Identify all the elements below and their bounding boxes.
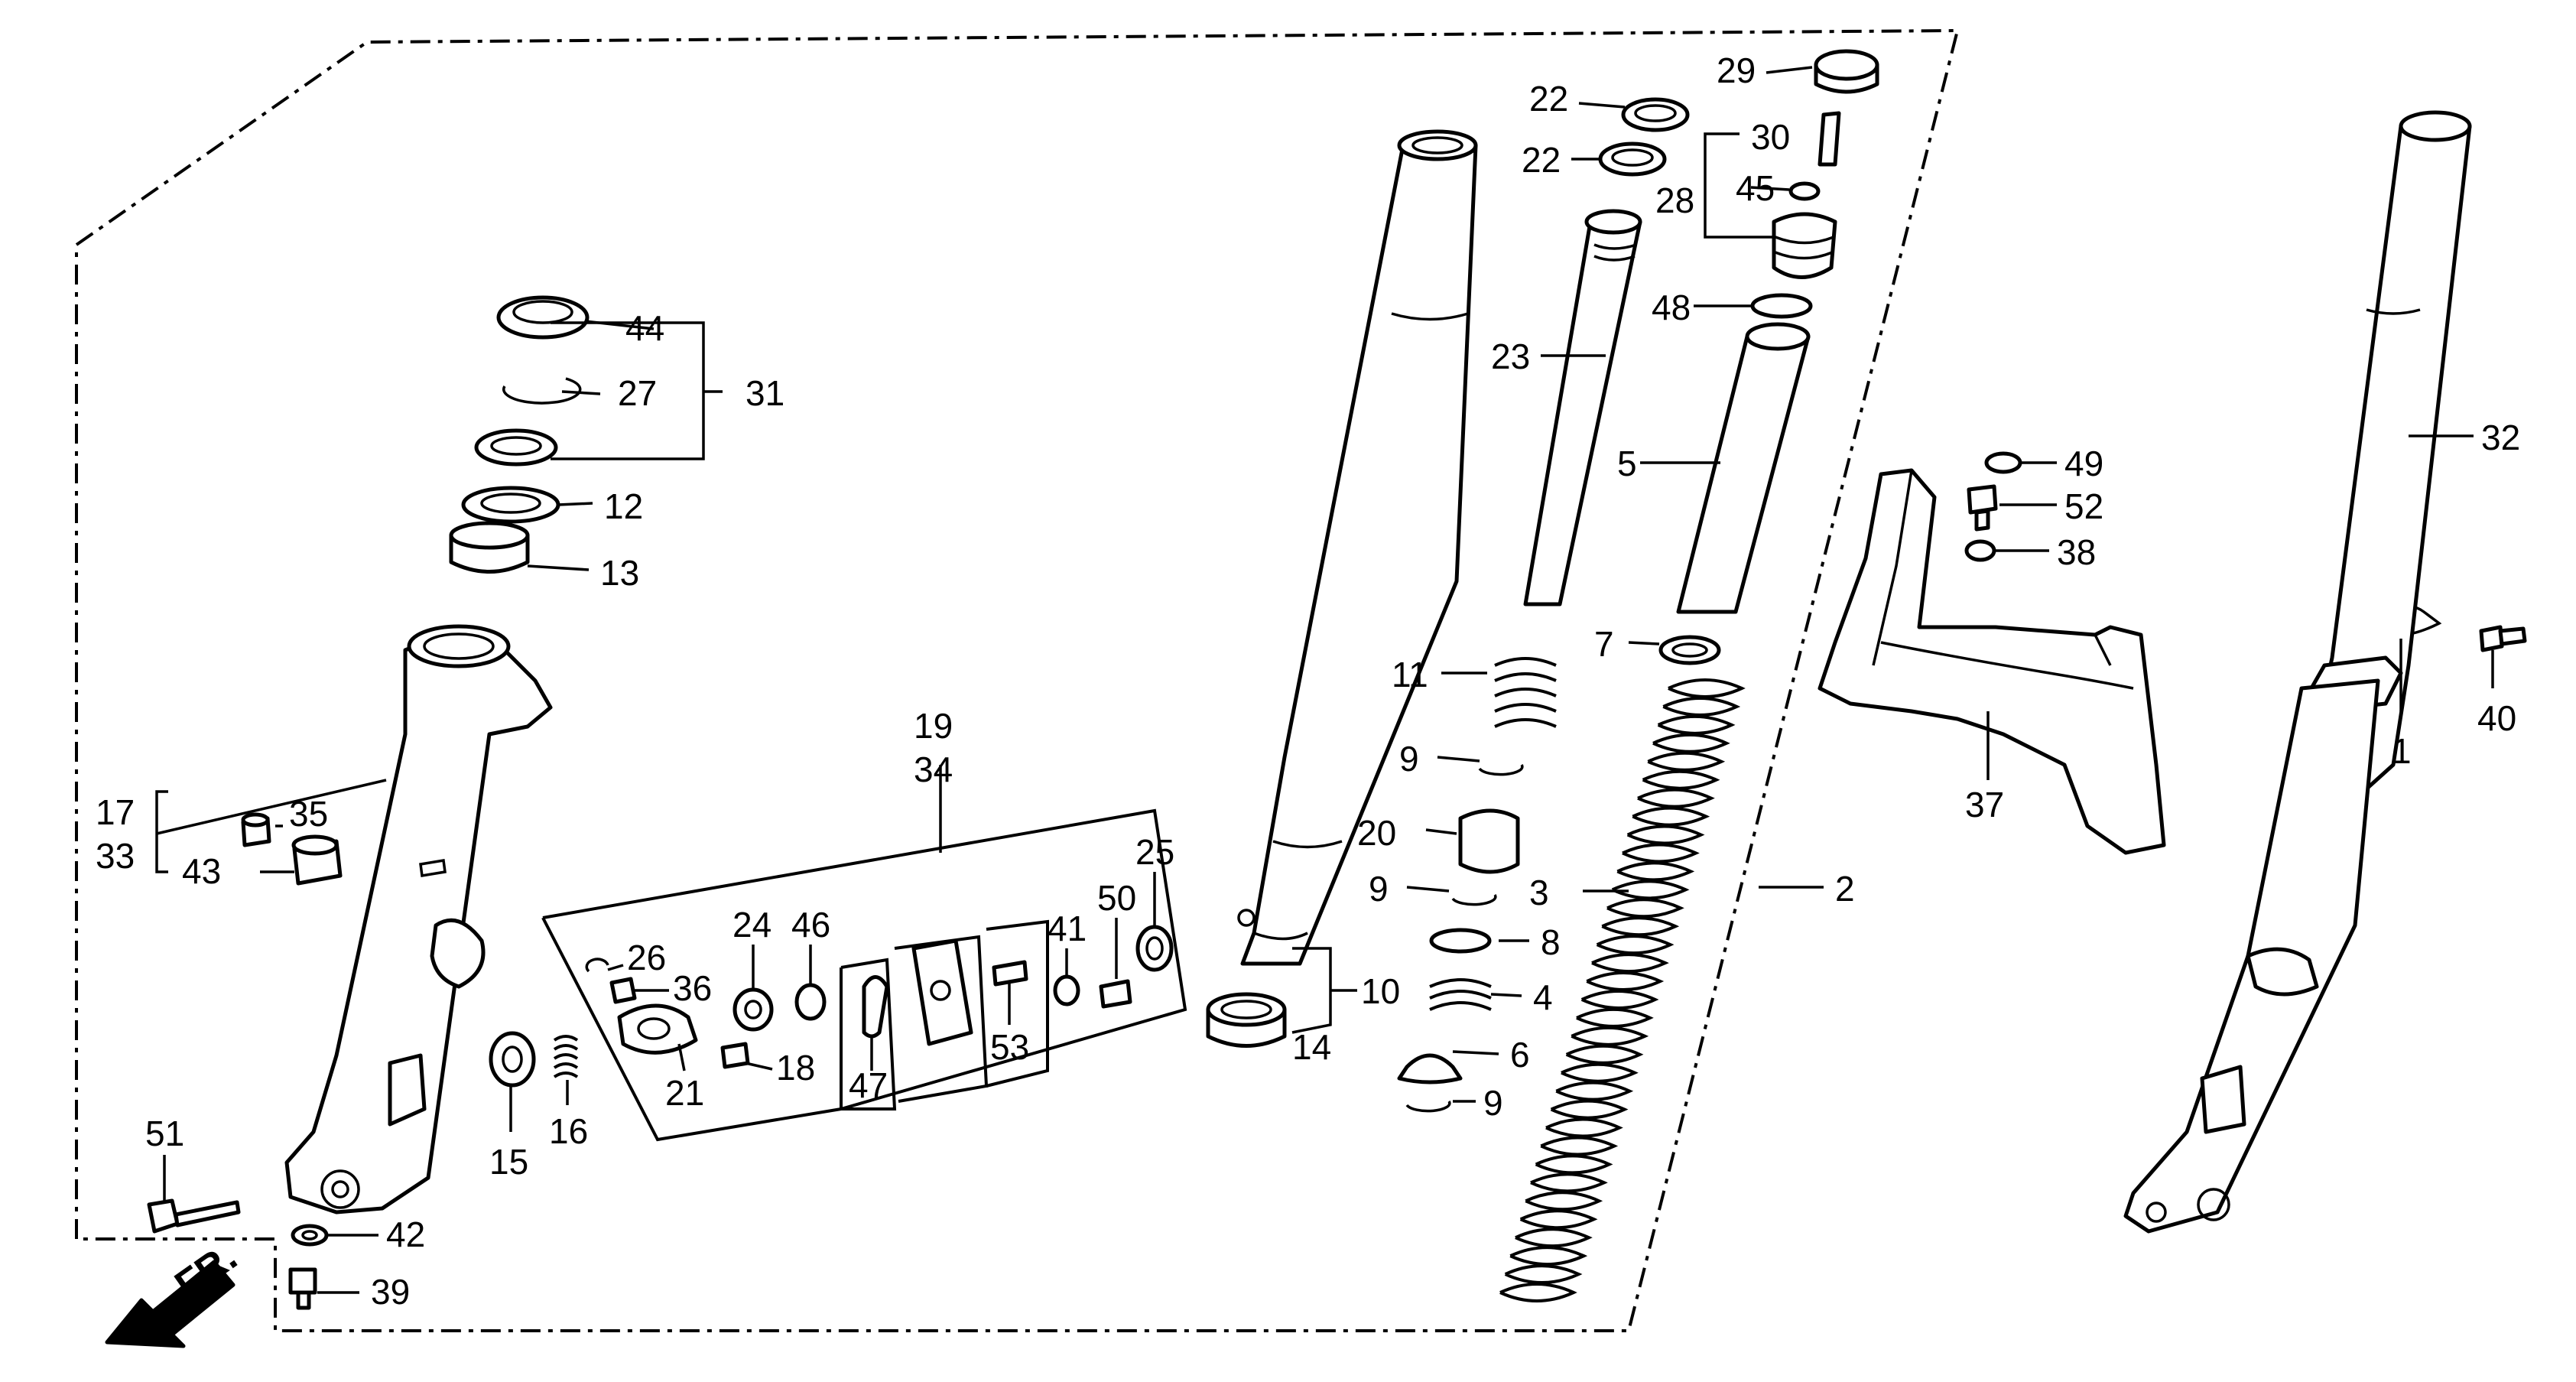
label-42: 42 xyxy=(386,1215,425,1254)
valve-group-parts xyxy=(585,925,1174,1069)
label-3: 3 xyxy=(1529,873,1549,912)
label-34: 34 xyxy=(914,750,953,789)
label-22b: 22 xyxy=(1522,140,1561,180)
label-14: 14 xyxy=(1292,1027,1331,1067)
valve-group-boundary xyxy=(541,765,1187,1142)
label-43: 43 xyxy=(182,851,221,891)
label-24: 24 xyxy=(733,905,772,945)
assembly-boundary xyxy=(75,28,1960,1332)
label-27: 27 xyxy=(618,373,657,413)
label-2: 2 xyxy=(1835,869,1855,909)
part-labels: 29 22 22 30 28 45 48 23 5 44 27 31 12 13… xyxy=(96,50,2520,1312)
label-45: 45 xyxy=(1736,168,1775,208)
label-23: 23 xyxy=(1491,337,1530,376)
label-41: 41 xyxy=(1048,909,1087,948)
fork-spring-3 xyxy=(1499,678,1746,1302)
label-8: 8 xyxy=(1541,922,1561,962)
slide-bushing-14 xyxy=(1206,992,1287,1048)
brake-hose-clamp xyxy=(2391,605,2527,652)
label-21: 21 xyxy=(665,1073,704,1113)
label-9b: 9 xyxy=(1369,869,1389,909)
label-31: 31 xyxy=(746,373,784,413)
label-4: 4 xyxy=(1533,977,1553,1017)
spacer-tube-5 xyxy=(1676,322,1811,614)
label-39: 39 xyxy=(371,1272,410,1312)
label-11: 11 xyxy=(1392,655,1428,694)
label-15: 15 xyxy=(489,1142,528,1182)
label-36: 36 xyxy=(673,968,712,1008)
label-6: 6 xyxy=(1510,1035,1530,1075)
label-50: 50 xyxy=(1097,878,1136,918)
front-direction-arrow: FR. xyxy=(105,1234,245,1348)
label-49: 49 xyxy=(2064,444,2103,483)
fork-cap-parts xyxy=(1598,49,1879,319)
oil-seal-stack xyxy=(449,295,590,574)
label-40: 40 xyxy=(2477,698,2516,738)
label-35: 35 xyxy=(289,794,328,834)
label-38: 38 xyxy=(2057,532,2096,572)
fork-bridge-37 xyxy=(1817,468,2166,855)
label-25: 25 xyxy=(1135,832,1174,872)
label-47: 47 xyxy=(849,1065,888,1105)
label-46: 46 xyxy=(791,905,830,945)
bridge-bolts xyxy=(1964,451,2022,562)
bushings-35-43 xyxy=(241,812,343,886)
label-19: 19 xyxy=(914,706,953,746)
label-37: 37 xyxy=(1965,785,2004,824)
fork-slider-left xyxy=(284,624,553,1215)
label-33: 33 xyxy=(96,836,135,876)
axle-bolts xyxy=(147,1198,329,1310)
damper-spring-parts xyxy=(489,1031,579,1088)
damper-stack xyxy=(1397,635,1721,1113)
label-18: 18 xyxy=(776,1048,815,1088)
fork-inner-tube xyxy=(1237,129,1478,966)
label-28: 28 xyxy=(1655,180,1694,220)
label-22a: 22 xyxy=(1529,79,1568,119)
label-29: 29 xyxy=(1717,50,1756,90)
label-51: 51 xyxy=(145,1114,184,1153)
label-5: 5 xyxy=(1617,444,1637,483)
label-13: 13 xyxy=(600,553,639,593)
label-7: 7 xyxy=(1594,624,1614,664)
label-52: 52 xyxy=(2064,486,2103,526)
label-16: 16 xyxy=(549,1111,588,1151)
label-12: 12 xyxy=(604,486,643,526)
label-9a: 9 xyxy=(1399,739,1419,779)
label-48: 48 xyxy=(1652,288,1691,327)
label-53: 53 xyxy=(990,1027,1029,1067)
label-26: 26 xyxy=(627,938,666,977)
label-44: 44 xyxy=(625,308,664,348)
label-32: 32 xyxy=(2481,418,2520,457)
damper-rod-23 xyxy=(1523,209,1642,606)
label-17: 17 xyxy=(96,792,135,832)
label-20: 20 xyxy=(1357,813,1396,853)
label-10: 10 xyxy=(1361,971,1400,1011)
label-9c: 9 xyxy=(1483,1083,1503,1123)
fork-assembly-right xyxy=(2123,110,2472,1234)
label-1: 1 xyxy=(2392,731,2412,771)
label-30: 30 xyxy=(1751,117,1790,157)
leader-lines xyxy=(155,66,2494,1294)
